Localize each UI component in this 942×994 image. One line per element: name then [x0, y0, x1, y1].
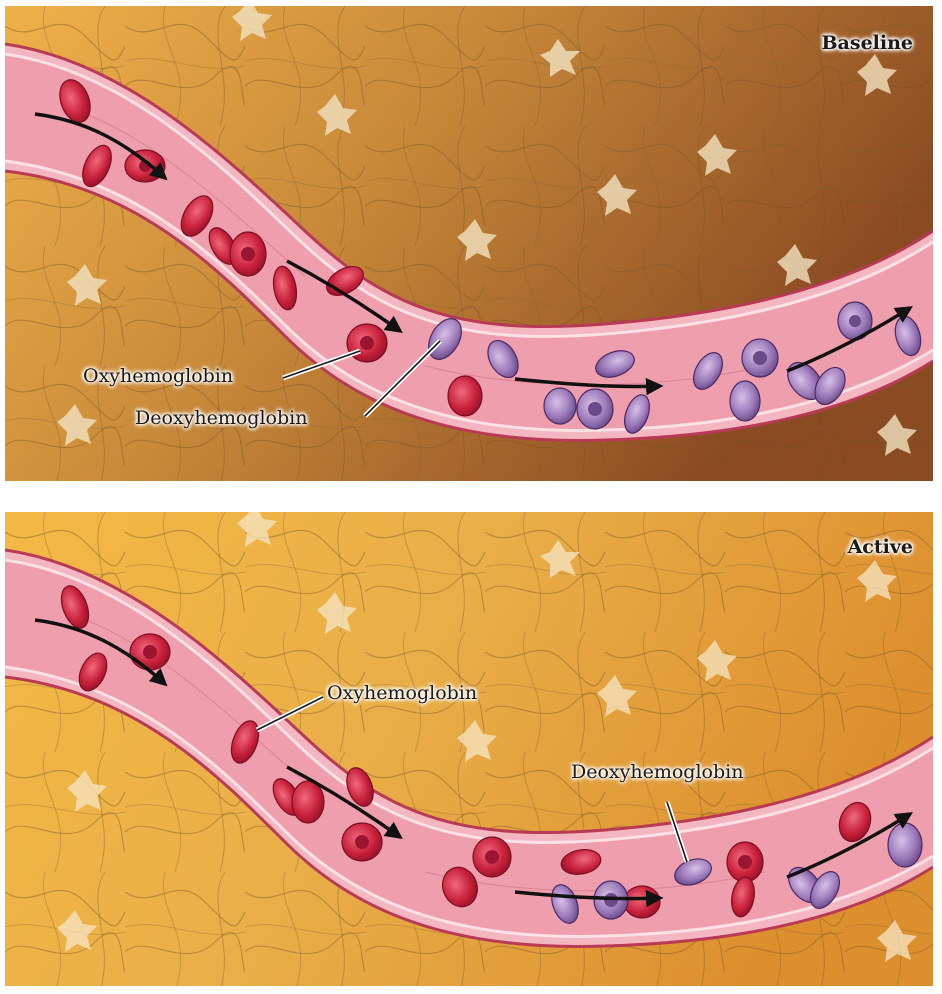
- oxyhemoglobin-leader-line: [256, 696, 324, 731]
- active-panel: Active Oxyhemoglobin Deoxyhemoglobin: [5, 512, 933, 986]
- oxyhemoglobin-label: Oxyhemoglobin: [83, 365, 234, 387]
- blood-flow-arrows: [34, 618, 913, 908]
- deoxygenated-red-blood-cells: [428, 301, 922, 434]
- deoxyhemoglobin-leader-line: [364, 340, 441, 417]
- panel-title: Active: [847, 536, 913, 558]
- baseline-panel: Baseline Oxyhemoglobin Deoxyhemoglobin: [5, 6, 933, 481]
- neuron-cells: [57, 6, 917, 456]
- panel-title: Baseline: [821, 32, 914, 54]
- deoxyhemoglobin-leader-line: [666, 801, 688, 863]
- blood-vessel: [5, 42, 933, 442]
- oxyhemoglobin-label: Oxyhemoglobin: [327, 682, 478, 704]
- neuron-cells: [57, 512, 917, 962]
- active-illustration: [5, 512, 933, 986]
- oxygenated-red-blood-cells: [60, 585, 872, 919]
- deoxyhemoglobin-label: Deoxyhemoglobin: [571, 761, 744, 783]
- blood-flow-arrows: [34, 112, 913, 396]
- deoxyhemoglobin-label: Deoxyhemoglobin: [135, 407, 308, 429]
- oxyhemoglobin-leader-line: [282, 350, 361, 379]
- baseline-illustration: [5, 6, 933, 481]
- blood-vessel: [5, 548, 933, 948]
